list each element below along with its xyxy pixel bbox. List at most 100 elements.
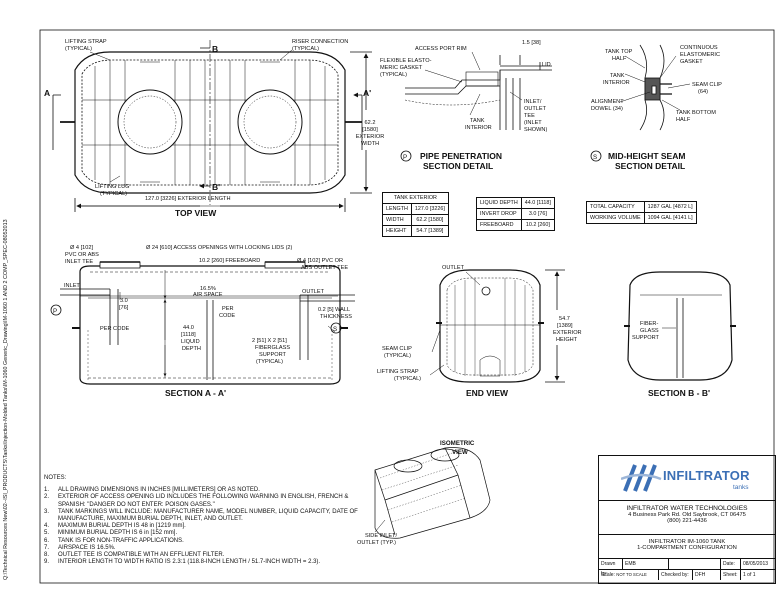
seam-interior-1: TANK [610, 73, 625, 79]
pipe-detail-marker-circle [400, 150, 412, 162]
seam-detail-marker: S [593, 154, 597, 161]
end-height-3: EXTERIOR [553, 330, 582, 336]
airspace-1: 16.5% [200, 286, 216, 292]
list-item: 3.TANK MARKINGS WILL INCLUDE: MANUFACTUR… [44, 509, 374, 523]
per-code-mid-1: PER [222, 306, 234, 312]
seam-dowel-2: DOWEL (34) [591, 106, 623, 112]
seam-top-half-1: TANK TOP [605, 49, 633, 55]
seam-interior-2: INTERIOR [603, 80, 630, 86]
seam-top-half-2: HALF [612, 56, 627, 62]
table-cell: 44.0 [1118] [520, 197, 555, 209]
bb-support-2: GLASS [640, 328, 659, 334]
company-address: 4 Business Park Rd. Old Saybrook, CT 064… [628, 512, 746, 518]
pipe-tank-interior-2: INTERIOR [465, 125, 492, 131]
length-dimension: 127.0 [3226] EXTERIOR LENGTH [145, 196, 231, 202]
lifting-strap-label: LIFTING STRAP [65, 39, 107, 45]
date-label: Date: [721, 559, 741, 569]
section-bb-title: SECTION B - B' [648, 388, 710, 398]
lifting-lug-label: LIFTING LUG [95, 184, 130, 190]
end-height-4: HEIGHT [556, 337, 578, 343]
title-row-1: Drawn by: EMB Date: 08/05/2013 [599, 559, 775, 577]
note-text: TANK IS FOR NON-TRAFFIC APPLICATIONS. [58, 537, 184, 544]
section-aa-title: SECTION A - A' [165, 388, 226, 398]
end-outlet-label: OUTLET [442, 265, 465, 271]
tee-label-3: TEE [524, 113, 535, 119]
pipe-detail-title-1: PIPE PENETRATION [420, 151, 502, 161]
list-item: 8.OUTLET TEE IS COMPATIBLE WITH AN EFFLU… [44, 552, 374, 559]
iso-title-1: ISOMETRIC [440, 440, 475, 447]
width-dim-3: EXTERIOR [356, 134, 385, 140]
note-number: 4. [44, 523, 50, 530]
inlet-tee-2: PVC OR ABS [65, 252, 99, 258]
product-name: INFILTRATOR IM-1060 TANK [648, 539, 726, 545]
list-item: 5.MINIMUM BURIAL DEPTH IS 6 in [152 mm]. [44, 530, 374, 537]
note-text: AIRSPACE IS 16.5%. [58, 544, 116, 551]
invert-1: 3.0 [120, 298, 128, 304]
pipe-tank-interior-1: TANK [470, 118, 485, 124]
seam-bottom-1: TANK BOTTOM [676, 110, 716, 116]
end-strap-2: (TYPICAL) [394, 376, 421, 382]
section-bb [624, 271, 736, 381]
section-b-marker: B [212, 44, 218, 54]
seam-detail [619, 44, 691, 131]
logo-text: INFILTRATOR [663, 468, 750, 483]
riser-connection-label: RISER CONNECTION [292, 39, 348, 45]
scale-value: NOT TO SCALE [616, 572, 647, 577]
freeboard-label: 10.2 [260] FREEBOARD [199, 258, 260, 264]
pipe-detail-title-2: SECTION DETAIL [423, 161, 493, 171]
wall-2: THICKNESS [320, 314, 352, 320]
notes-block: NOTES: 1.ALL DRAWING DIMENSIONS IN INCHE… [44, 475, 374, 566]
top-view-title: TOP VIEW [175, 208, 217, 218]
seam-gasket-1: CONTINUOUS [680, 45, 718, 51]
table-cell: 3.0 [76] [520, 208, 555, 220]
seam-detail-marker-circle [590, 150, 602, 162]
seam-gasket-2: ELASTOMERIC [680, 52, 720, 58]
checked-by-label: Checked by: [659, 570, 693, 580]
list-item: 1.ALL DRAWING DIMENSIONS IN INCHES [MILL… [44, 487, 374, 494]
section-bb-labels: FIBER- GLASS SUPPORT SECTION B - B' [632, 321, 710, 398]
seam-clip-1: SEAM CLIP [692, 82, 722, 88]
invert-2: [76] [119, 305, 129, 311]
width-dim-2: [1580] [362, 127, 378, 133]
end-view-labels: OUTLET 54.7 [1389] EXTERIOR HEIGHT SEAM … [377, 265, 582, 398]
logo-subtext: tanks [733, 484, 749, 491]
support-3: SUPPORT [259, 352, 287, 358]
section-aa [60, 261, 355, 385]
table-cell: 10.2 [260] [520, 219, 555, 231]
bb-support-3: SUPPORT [632, 335, 660, 341]
table-cell: LENGTH [382, 203, 412, 215]
per-code-left: PER CODE [100, 326, 129, 332]
section-aa-labels: Ø 4 [102] PVC OR ABS INLET TEE Ø 24 [610… [50, 245, 352, 398]
liquid-depth-3: LIQUID [181, 339, 200, 345]
drawn-by-value: EMB [623, 559, 669, 569]
list-item: 6. TANK IS FOR NON-TRAFFIC APPLICATIONS. [44, 538, 374, 545]
date-value: 08/05/2013 [743, 561, 769, 567]
table-cell: HEIGHT [382, 225, 412, 237]
per-code-mid-2: CODE [219, 313, 235, 319]
company-name: INFILTRATOR WATER TECHNOLOGIES [626, 505, 748, 512]
section-s-marker: S [333, 326, 337, 333]
pipe-detail-labels: ACCESS PORT RIM 1.5 [38] FLEXIBLE ELASTO… [380, 40, 551, 171]
table-cell: WIDTH [382, 214, 412, 226]
inlet-tee-3: INLET TEE [65, 259, 93, 265]
end-view-title: END VIEW [466, 388, 509, 398]
note-text: EXTERIOR OF ACCESS OPENING LID INCLUDES … [58, 494, 349, 508]
table-cell: INVERT DROP [476, 208, 522, 220]
iso-side-inlet-1: SIDE INLET/ [365, 533, 397, 539]
outlet-tee-2: ABS OUTLET TEE [301, 265, 348, 271]
note-number: 6. [44, 537, 50, 544]
seam-detail-title-1: MID-HEIGHT SEAM [608, 151, 685, 161]
top-view-labels: LIFTING STRAP (TYPICAL) RISER CONNECTION… [44, 39, 384, 218]
inlet-label: INLET [64, 283, 80, 289]
file-path-sidebar: Q:\Technical Resources New\02--ISI_PRODU… [3, 219, 9, 580]
section-p-marker: P [53, 308, 57, 315]
isometric-labels: ISOMETRIC VIEW SIDE INLET/ OUTLET (TYP.) [357, 440, 475, 546]
